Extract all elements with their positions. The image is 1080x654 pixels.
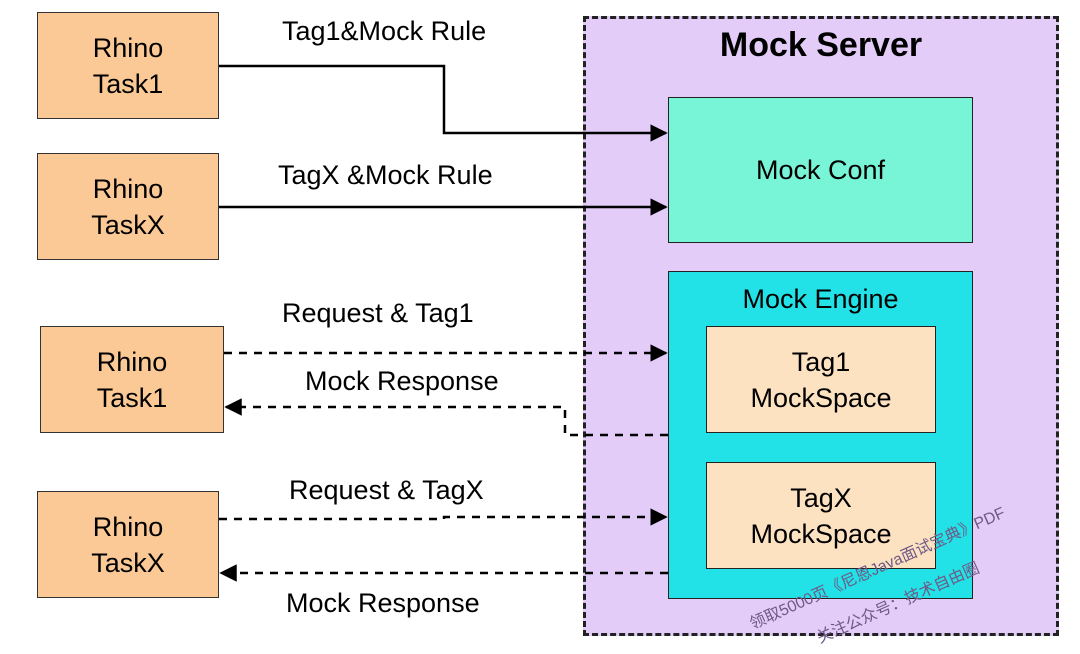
task-line2: TaskX xyxy=(91,209,165,240)
tagx-mockspace-box: TagX MockSpace xyxy=(706,462,936,569)
request-tag1-label: Request & Tag1 xyxy=(282,298,474,328)
task-line2: Task1 xyxy=(96,382,168,413)
task-line2: TaskX xyxy=(91,547,165,578)
mock-engine-title: Mock Engine xyxy=(742,284,899,314)
tagx-rule-label: TagX &Mock Rule xyxy=(278,160,493,190)
task-line1: Rhino xyxy=(92,32,164,63)
rhino-task1-top: Rhino Task1 xyxy=(37,12,219,119)
responsex-label: Mock Response xyxy=(286,588,480,618)
request-tagx-arrow xyxy=(219,508,668,526)
tag1-mockspace-box: Tag1 MockSpace xyxy=(706,326,936,433)
rhino-taskx-bottom: Rhino TaskX xyxy=(37,491,219,598)
tagx-mockspace-line2: MockSpace xyxy=(750,518,892,549)
response1-label: Mock Response xyxy=(305,366,499,396)
mock-conf-label: Mock Conf xyxy=(755,154,886,185)
tagx-mockspace-line1: TagX xyxy=(790,482,852,513)
tag1-rule-arrow xyxy=(219,64,668,142)
task-line2: Task1 xyxy=(92,68,164,99)
tag1-mockspace-line1: Tag1 xyxy=(791,346,851,377)
response1-arrow xyxy=(224,398,668,437)
task-line1: Rhino xyxy=(92,173,164,204)
tag1-rule-label: Tag1&Mock Rule xyxy=(282,16,487,46)
tag1-mockspace-line2: MockSpace xyxy=(750,382,892,413)
mock-conf-box: Mock Conf xyxy=(668,97,973,243)
mock-server-title: Mock Server xyxy=(719,26,923,64)
task-line1: Rhino xyxy=(92,511,164,542)
request-tagx-label: Request & TagX xyxy=(289,475,484,505)
task-line1: Rhino xyxy=(96,346,168,377)
rhino-task1-bottom: Rhino Task1 xyxy=(40,326,224,433)
rhino-taskx-top: Rhino TaskX xyxy=(37,153,219,260)
